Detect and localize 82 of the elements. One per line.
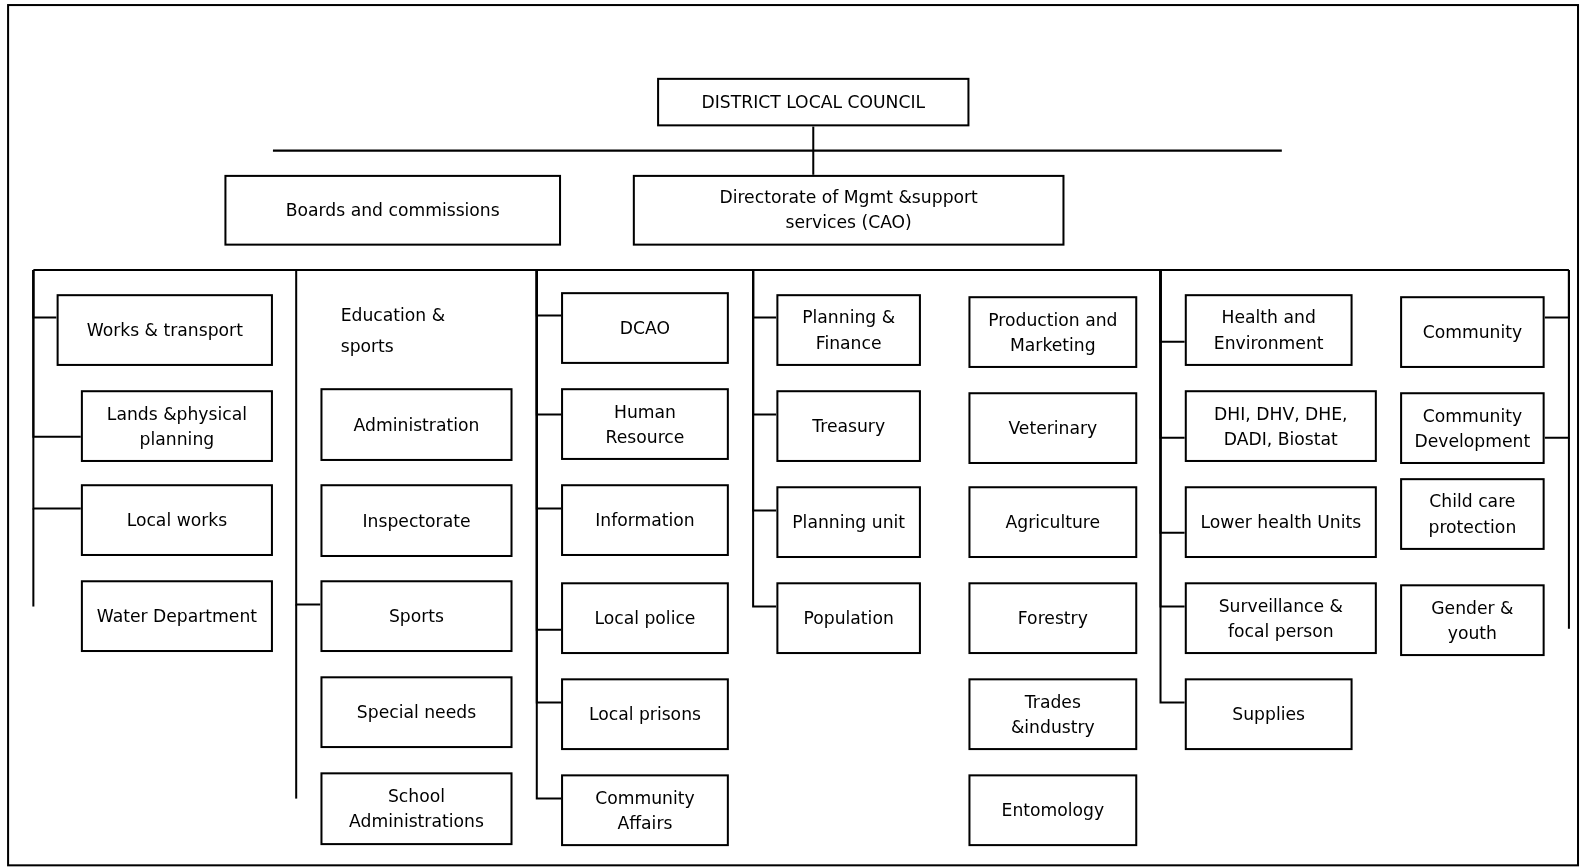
org-box <box>320 484 513 557</box>
org-box <box>80 390 273 462</box>
org-box <box>561 774 729 847</box>
org-box <box>968 774 1138 847</box>
org-box <box>80 484 273 556</box>
box-label: Local works <box>126 508 228 532</box>
connector-line <box>535 269 562 800</box>
org-box <box>1400 296 1545 368</box>
box-label: Boards and commissions <box>285 198 500 223</box>
org-box <box>224 174 562 246</box>
org-box <box>968 296 1138 368</box>
connector-line <box>812 126 815 175</box>
box-label: Community Development <box>1413 404 1532 453</box>
org-box <box>320 580 513 653</box>
org-box <box>320 772 513 846</box>
org-box <box>632 174 1065 246</box>
box-label: Production and Marketing <box>987 308 1119 357</box>
box-label: Treasury <box>812 414 886 438</box>
connector-line <box>295 269 321 606</box>
org-box <box>1184 582 1377 655</box>
box-label: DHI, DHV, DHE, DADI, Biostat <box>1213 402 1349 451</box>
org-box <box>1400 392 1545 464</box>
org-box <box>1184 486 1377 558</box>
box-label: Child care protection <box>1427 490 1518 539</box>
org-box <box>561 678 729 751</box>
box-label: Special needs <box>356 700 477 724</box>
org-box <box>776 486 921 558</box>
box-label: Trades &industry <box>1009 690 1096 739</box>
box-label: Veterinary <box>1008 416 1098 440</box>
org-box <box>968 582 1138 655</box>
box-label: DISTRICT LOCAL COUNCIL <box>701 90 926 114</box>
box-label: Planning & Finance <box>801 306 897 355</box>
connector-line <box>752 269 777 608</box>
box-label: Information <box>595 508 695 532</box>
box-label: Community <box>1422 320 1523 344</box>
box-label: Entomology <box>1001 798 1105 822</box>
org-box <box>968 392 1138 464</box>
column-heading: Education & sports <box>340 304 447 358</box>
box-label: Supplies <box>1232 702 1305 726</box>
org-box <box>1184 390 1377 462</box>
box-label: Gender & youth <box>1430 596 1515 645</box>
connector-line <box>32 269 81 510</box>
box-label: Local police <box>594 606 696 630</box>
org-box <box>776 582 921 655</box>
box-label: Surveillance & focal person <box>1217 594 1344 643</box>
org-box <box>1184 678 1353 751</box>
box-label: Human Resource <box>604 400 686 449</box>
box-label: DCAO <box>619 316 671 340</box>
box-label: Agriculture <box>1005 510 1101 534</box>
org-box <box>80 580 273 653</box>
box-label: Directorate of Mgmt &support services (CAO) <box>718 186 979 235</box>
box-label: Sports <box>388 604 445 628</box>
box-label: School Administrations <box>348 784 485 833</box>
box-label: Forestry <box>1017 606 1088 630</box>
box-label: Works & transport <box>86 318 243 342</box>
box-label: Population <box>803 606 894 630</box>
connector-line <box>1159 269 1185 704</box>
box-label: Water Department <box>96 604 258 628</box>
box-label: Inspectorate <box>362 509 471 533</box>
box-label: Planning unit <box>792 510 906 534</box>
org-box <box>561 388 729 460</box>
org-box <box>561 582 729 655</box>
box-label: Lands &physical planning <box>105 402 248 451</box>
org-box <box>56 294 273 366</box>
box-label: Local prisons <box>588 702 701 726</box>
org-box <box>657 77 970 127</box>
org-box <box>968 486 1138 558</box>
org-box <box>561 484 729 556</box>
org-box <box>320 388 513 461</box>
box-label: Administration <box>353 413 480 437</box>
org-box <box>1184 294 1353 366</box>
box-label: Lower health Units <box>1200 510 1362 534</box>
org-box <box>561 292 729 364</box>
box-label: Community Affairs <box>594 786 696 835</box>
connector-line <box>1544 269 1570 439</box>
org-box <box>776 294 921 366</box>
org-box <box>320 676 513 749</box>
org-box <box>1400 584 1545 657</box>
org-box <box>776 390 921 462</box>
org-box <box>1400 478 1545 550</box>
org-box <box>968 678 1138 751</box>
box-label: Health and Environment <box>1212 306 1325 355</box>
